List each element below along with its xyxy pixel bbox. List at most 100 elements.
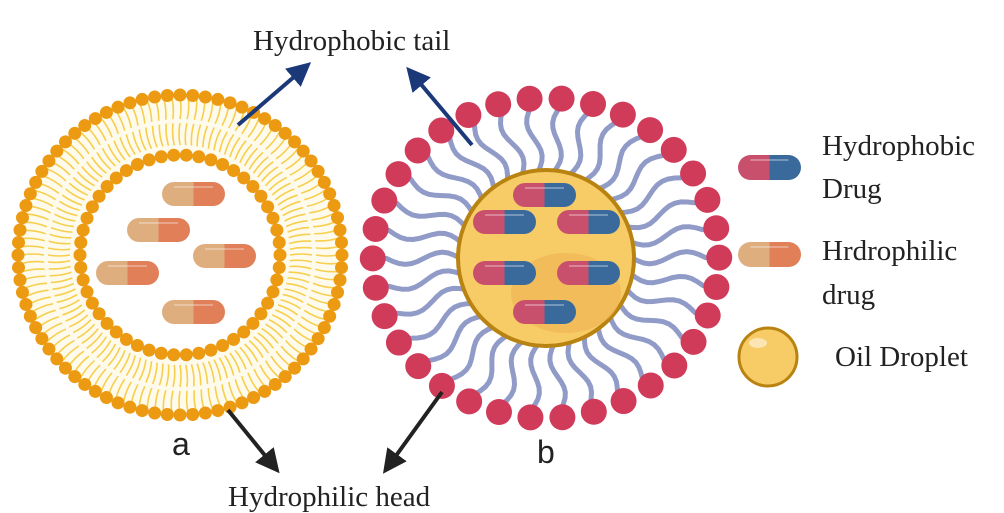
lipid-head — [311, 332, 325, 346]
lipid-tail — [125, 355, 137, 377]
lipid-tail — [56, 293, 78, 304]
lipid-head — [246, 316, 260, 330]
lipid-tail — [132, 357, 142, 379]
lipid-tail — [62, 148, 80, 165]
lipid-tail — [207, 127, 215, 149]
surfactant-head — [609, 101, 636, 128]
lipid-tail — [184, 364, 189, 387]
lipid-tail — [86, 332, 103, 349]
lipid-head — [74, 235, 88, 249]
lipid-head — [123, 96, 137, 110]
lipid-tail — [81, 166, 99, 183]
lipid-head — [204, 343, 218, 357]
lipid-tail — [265, 323, 284, 339]
lipid-tail — [119, 137, 131, 158]
lipid-tail — [289, 246, 312, 251]
surfactant-tail — [606, 152, 667, 203]
lipid-tail — [165, 123, 170, 146]
surfactant-tail — [623, 199, 698, 231]
legend-hydrophilic-drug-line2: drug — [822, 279, 875, 311]
lipid-head — [78, 119, 92, 133]
lipid-tail — [202, 125, 209, 148]
surfactant-tail — [386, 227, 464, 245]
arrow-hydrophobic-tail-b — [406, 66, 474, 147]
lipid-head — [227, 164, 241, 178]
lipid-tail — [280, 148, 299, 165]
surfactant-tail — [447, 324, 497, 382]
capsule-right-half — [588, 210, 620, 234]
lipid-head — [211, 92, 225, 106]
lipid-head — [119, 164, 133, 178]
lipid-head — [154, 346, 168, 360]
surfactant-head — [610, 388, 637, 415]
lipid-tail — [27, 289, 49, 297]
lipid-head — [142, 343, 156, 357]
surfactant-head — [455, 101, 482, 128]
lipid-tail — [27, 213, 49, 221]
lipid-head — [19, 199, 33, 213]
surfactant-head — [660, 136, 687, 163]
lipid-tail — [264, 360, 280, 379]
surfactant-head — [485, 398, 512, 425]
lipid-tail — [131, 131, 142, 153]
capsule-left-half — [127, 218, 159, 242]
lipid-head — [216, 158, 230, 172]
lipid-tail — [293, 168, 314, 182]
lipid-head — [268, 119, 282, 133]
lipid-head — [223, 96, 237, 110]
label-hydrophilic-head: Hydrophilic head — [228, 481, 431, 513]
lipid-head — [135, 92, 149, 106]
surfactant-tail — [472, 332, 511, 397]
lipid-head — [88, 112, 102, 126]
lipid-head — [160, 88, 174, 102]
lipid-head — [78, 377, 92, 391]
lipid-head — [204, 153, 218, 167]
lipid-head — [80, 211, 94, 225]
lipid-tail — [119, 352, 131, 374]
label-panel-b: b — [537, 434, 555, 470]
lipid-head — [42, 342, 56, 356]
lipid-tail — [247, 372, 260, 393]
hydrophilic-drug-capsule — [127, 218, 190, 242]
lipid-head — [247, 391, 261, 405]
surfactant-head — [428, 372, 455, 399]
lipid-tail — [261, 327, 279, 344]
lipid-tail — [218, 131, 228, 153]
surfactant-head — [703, 274, 730, 301]
legend-oil-droplet-icon — [737, 326, 799, 388]
surfactant-tail — [595, 134, 645, 192]
lipid-head — [173, 408, 187, 422]
lipid-head — [100, 316, 114, 330]
lipid-tail — [49, 233, 72, 239]
surfactant-tail — [616, 300, 685, 341]
lipid-head — [223, 400, 237, 414]
surfactant-head — [385, 329, 412, 356]
capsule-right-half — [544, 300, 576, 324]
lipid-tail — [50, 277, 73, 284]
lipid-head — [327, 199, 341, 213]
lipid-tail — [76, 171, 95, 187]
lipid-tail — [288, 271, 311, 277]
lipid-tail — [86, 161, 103, 178]
lipid-head — [148, 90, 162, 104]
lipid-head — [192, 346, 206, 360]
lipid-head — [278, 126, 292, 140]
lipid-head — [167, 148, 181, 162]
lipid-tail — [227, 381, 238, 403]
surfactant-head — [485, 91, 512, 118]
lipid-tail — [56, 207, 78, 217]
lipid-tail — [172, 364, 176, 388]
hydrophilic-drug-capsule — [193, 244, 256, 268]
lipid-head — [109, 171, 123, 185]
lipid-head — [258, 112, 272, 126]
lipid-tail — [248, 151, 264, 170]
lipid-head — [258, 384, 272, 398]
lipid-head — [92, 307, 106, 321]
capsule-right-half — [544, 183, 576, 207]
surfactant-tails — [383, 104, 709, 412]
lipid-tail — [107, 346, 121, 367]
surfactant-head — [694, 302, 721, 329]
surfactant-head — [516, 85, 543, 112]
lipid-tail — [25, 221, 48, 228]
